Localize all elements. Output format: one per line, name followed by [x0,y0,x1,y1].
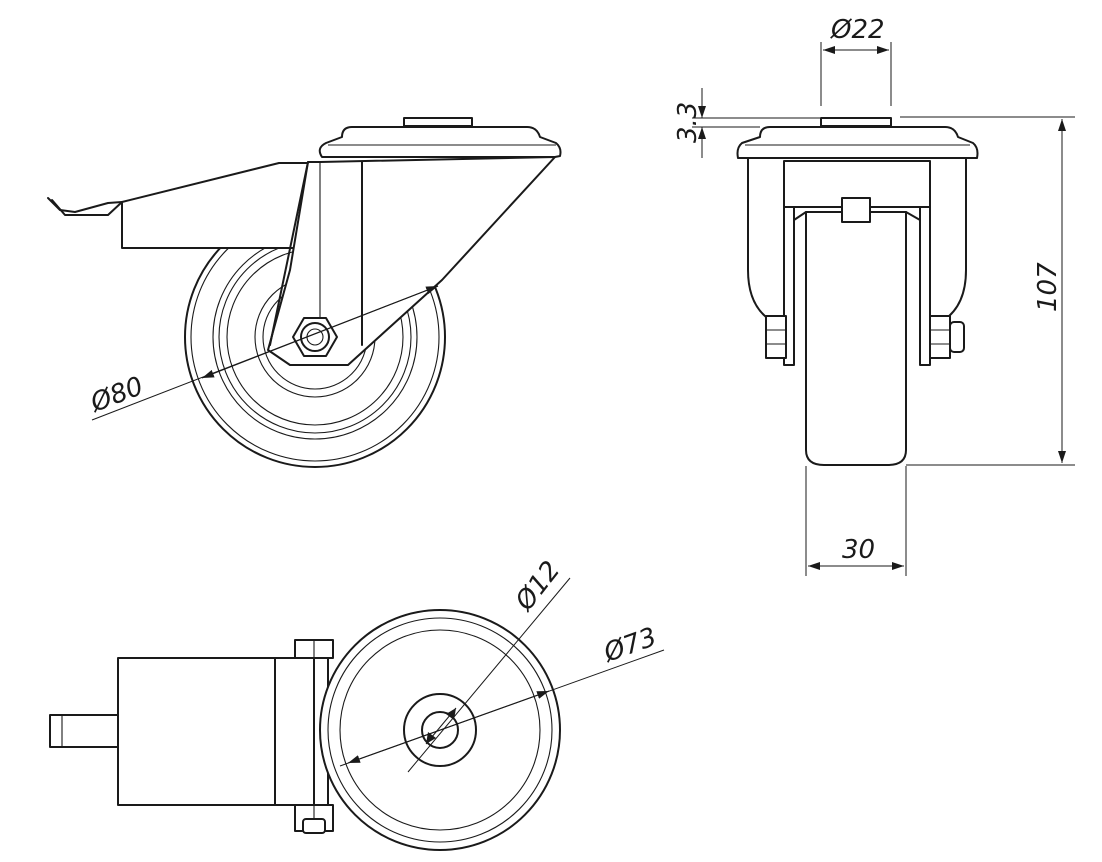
front-view-wheel [805,211,907,466]
label-overall-height: 107 [1033,262,1063,312]
bottom-view-brake-pedal [49,714,119,748]
front-view: Ø22 3.3 107 30 [673,15,1075,576]
bottom-view: Ø12 Ø73 [49,556,665,851]
label-plate-thickness: 3.3 [673,102,703,143]
dim-plate-thickness: 3.3 [673,88,820,158]
label-wheel-diameter: Ø80 [86,371,148,419]
brake-lever [47,162,331,249]
bottom-view-housing [117,657,329,806]
label-wheel-width: 30 [842,535,875,565]
front-view-top-plate [736,117,979,159]
dim-plate-center-diameter: Ø22 [820,15,892,106]
label-plate-center-diameter: Ø22 [830,15,885,45]
axle-nut [292,317,338,357]
bottom-view-nuts [294,639,334,834]
side-view: Ø80 [47,117,562,468]
side-view-top-plate [318,117,562,158]
front-view-axle [765,315,965,359]
dim-overall-height: 107 [900,116,1075,466]
dim-wheel-diameter: Ø80 [86,285,439,421]
dim-wheel-width: 30 [805,466,907,576]
label-axle-bore-diameter: Ø12 [509,556,566,617]
